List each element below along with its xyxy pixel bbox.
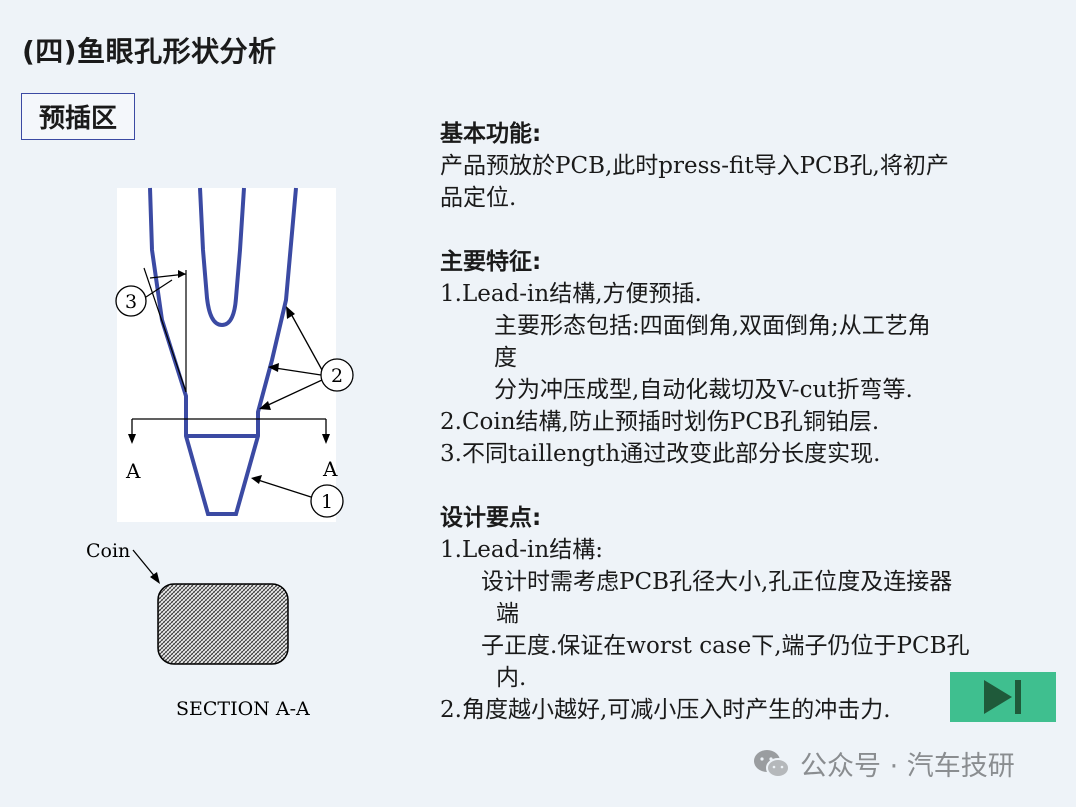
- section-caption: SECTION A-A: [176, 698, 310, 720]
- design-points-heading: 设计要点:: [440, 505, 542, 531]
- main-features-line: 2.Coin结構,防止预插时划伤PCB孔铜铂层.: [440, 409, 880, 435]
- basic-function-line: 产品预放於PCB,此时press-fit导入PCB孔,将初产: [440, 153, 949, 179]
- design-points-line: 2.角度越小越好,可减小压入时产生的冲击力.: [440, 697, 891, 723]
- basic-function-line: 品定位.: [440, 185, 517, 211]
- callout-2-label: 2: [331, 365, 343, 387]
- next-slide-button[interactable]: [950, 672, 1056, 722]
- callout-2-arrow-b: [268, 363, 279, 372]
- callout-2-leader-b: [274, 367, 322, 376]
- main-features-line: 3.不同taillength通过改变此部分长度实现.: [440, 441, 881, 467]
- callout-1-label: 1: [321, 491, 333, 513]
- callout-2-arrow-c: [259, 401, 271, 410]
- coin-section-shape: [157, 583, 289, 665]
- main-features-line: 主要形态包括:四面倒角,双面倒角;从工艺角: [494, 313, 931, 339]
- wechat-icon: [754, 749, 790, 778]
- angle-line-slanted: [143, 267, 187, 393]
- callout-1-circle: [310, 484, 344, 518]
- page-title: (四)鱼眼孔形状分析: [22, 35, 277, 68]
- design-points-line: 端: [496, 601, 519, 627]
- section-arrow-right-head: [322, 434, 330, 444]
- fisheye-slot: [198, 187, 246, 328]
- section-marker-left: A: [125, 459, 141, 483]
- coin-section-diagram: Coin SECTION A-A: [86, 540, 310, 720]
- design-points-line: 子正度.保证在worst case下,端子仍位于PCB孔: [481, 633, 970, 659]
- design-points-line: 内.: [496, 665, 527, 691]
- callout-2-leader-a: [289, 311, 323, 371]
- section-marker-right: A: [322, 457, 338, 481]
- callout-1-leader: [257, 479, 312, 498]
- coin-label: Coin: [86, 540, 130, 562]
- coin-leader: [132, 549, 157, 579]
- design-points-line: 1.Lead-in结構:: [440, 537, 603, 563]
- play-next-icon: [984, 680, 1021, 714]
- pin-diagram: A A 3 2 1: [115, 187, 354, 522]
- main-features-line: 1.Lead-in结構,方便预插.: [440, 281, 702, 307]
- main-features-line: 度: [494, 345, 517, 371]
- callout-3-leader: [145, 279, 173, 298]
- callout-3-circle: [115, 285, 147, 317]
- watermark-text: 公众号 · 汽车技研: [800, 751, 1015, 782]
- description-panel: 基本功能: 产品预放於PCB,此时press-fit导入PCB孔,将初产 品定位…: [440, 118, 1040, 726]
- section-arrow-left-head: [128, 434, 136, 444]
- main-features-heading: 主要特征:: [440, 249, 542, 275]
- section-label: 预插区: [21, 93, 135, 140]
- basic-function-heading: 基本功能:: [440, 121, 542, 147]
- callout-2-arrow-a: [286, 306, 295, 319]
- callout-3-label: 3: [125, 291, 137, 313]
- coin-arrow: [150, 572, 160, 584]
- design-points-line: 设计时需考虑PCB孔径大小,孔正位度及连接器: [481, 569, 953, 595]
- callout-1-arrow: [251, 475, 262, 484]
- pin-outline: [148, 187, 298, 516]
- callout-2-leader-c: [265, 379, 323, 407]
- main-features-line: 分为冲压成型,自动化裁切及V-cut折弯等.: [494, 377, 913, 403]
- watermark: 公众号 · 汽车技研: [752, 744, 1015, 783]
- angle-arrow-head: [178, 270, 186, 278]
